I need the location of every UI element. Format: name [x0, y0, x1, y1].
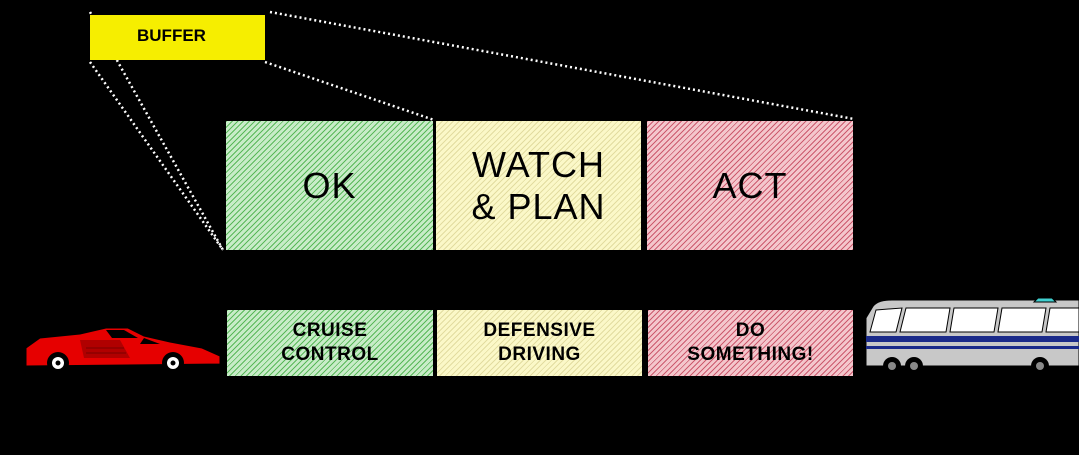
- projection-line-middle: [264, 60, 435, 122]
- projection-line-left-inner: [88, 61, 225, 251]
- action-defensive-driving: DEFENSIVE DRIVING: [437, 310, 642, 376]
- red-sports-car-icon: [25, 327, 221, 374]
- action-do-something: DO SOMETHING!: [648, 310, 853, 376]
- zone-ok: OK: [226, 121, 433, 250]
- zone-watch-plan: WATCH & PLAN: [436, 121, 641, 250]
- bus-icon: [865, 297, 1079, 375]
- action-cruise-control: CRUISE CONTROL: [227, 310, 433, 376]
- projection-line-right: [269, 10, 855, 121]
- buffer-label: BUFFER: [90, 15, 265, 60]
- zone-act: ACT: [647, 121, 853, 250]
